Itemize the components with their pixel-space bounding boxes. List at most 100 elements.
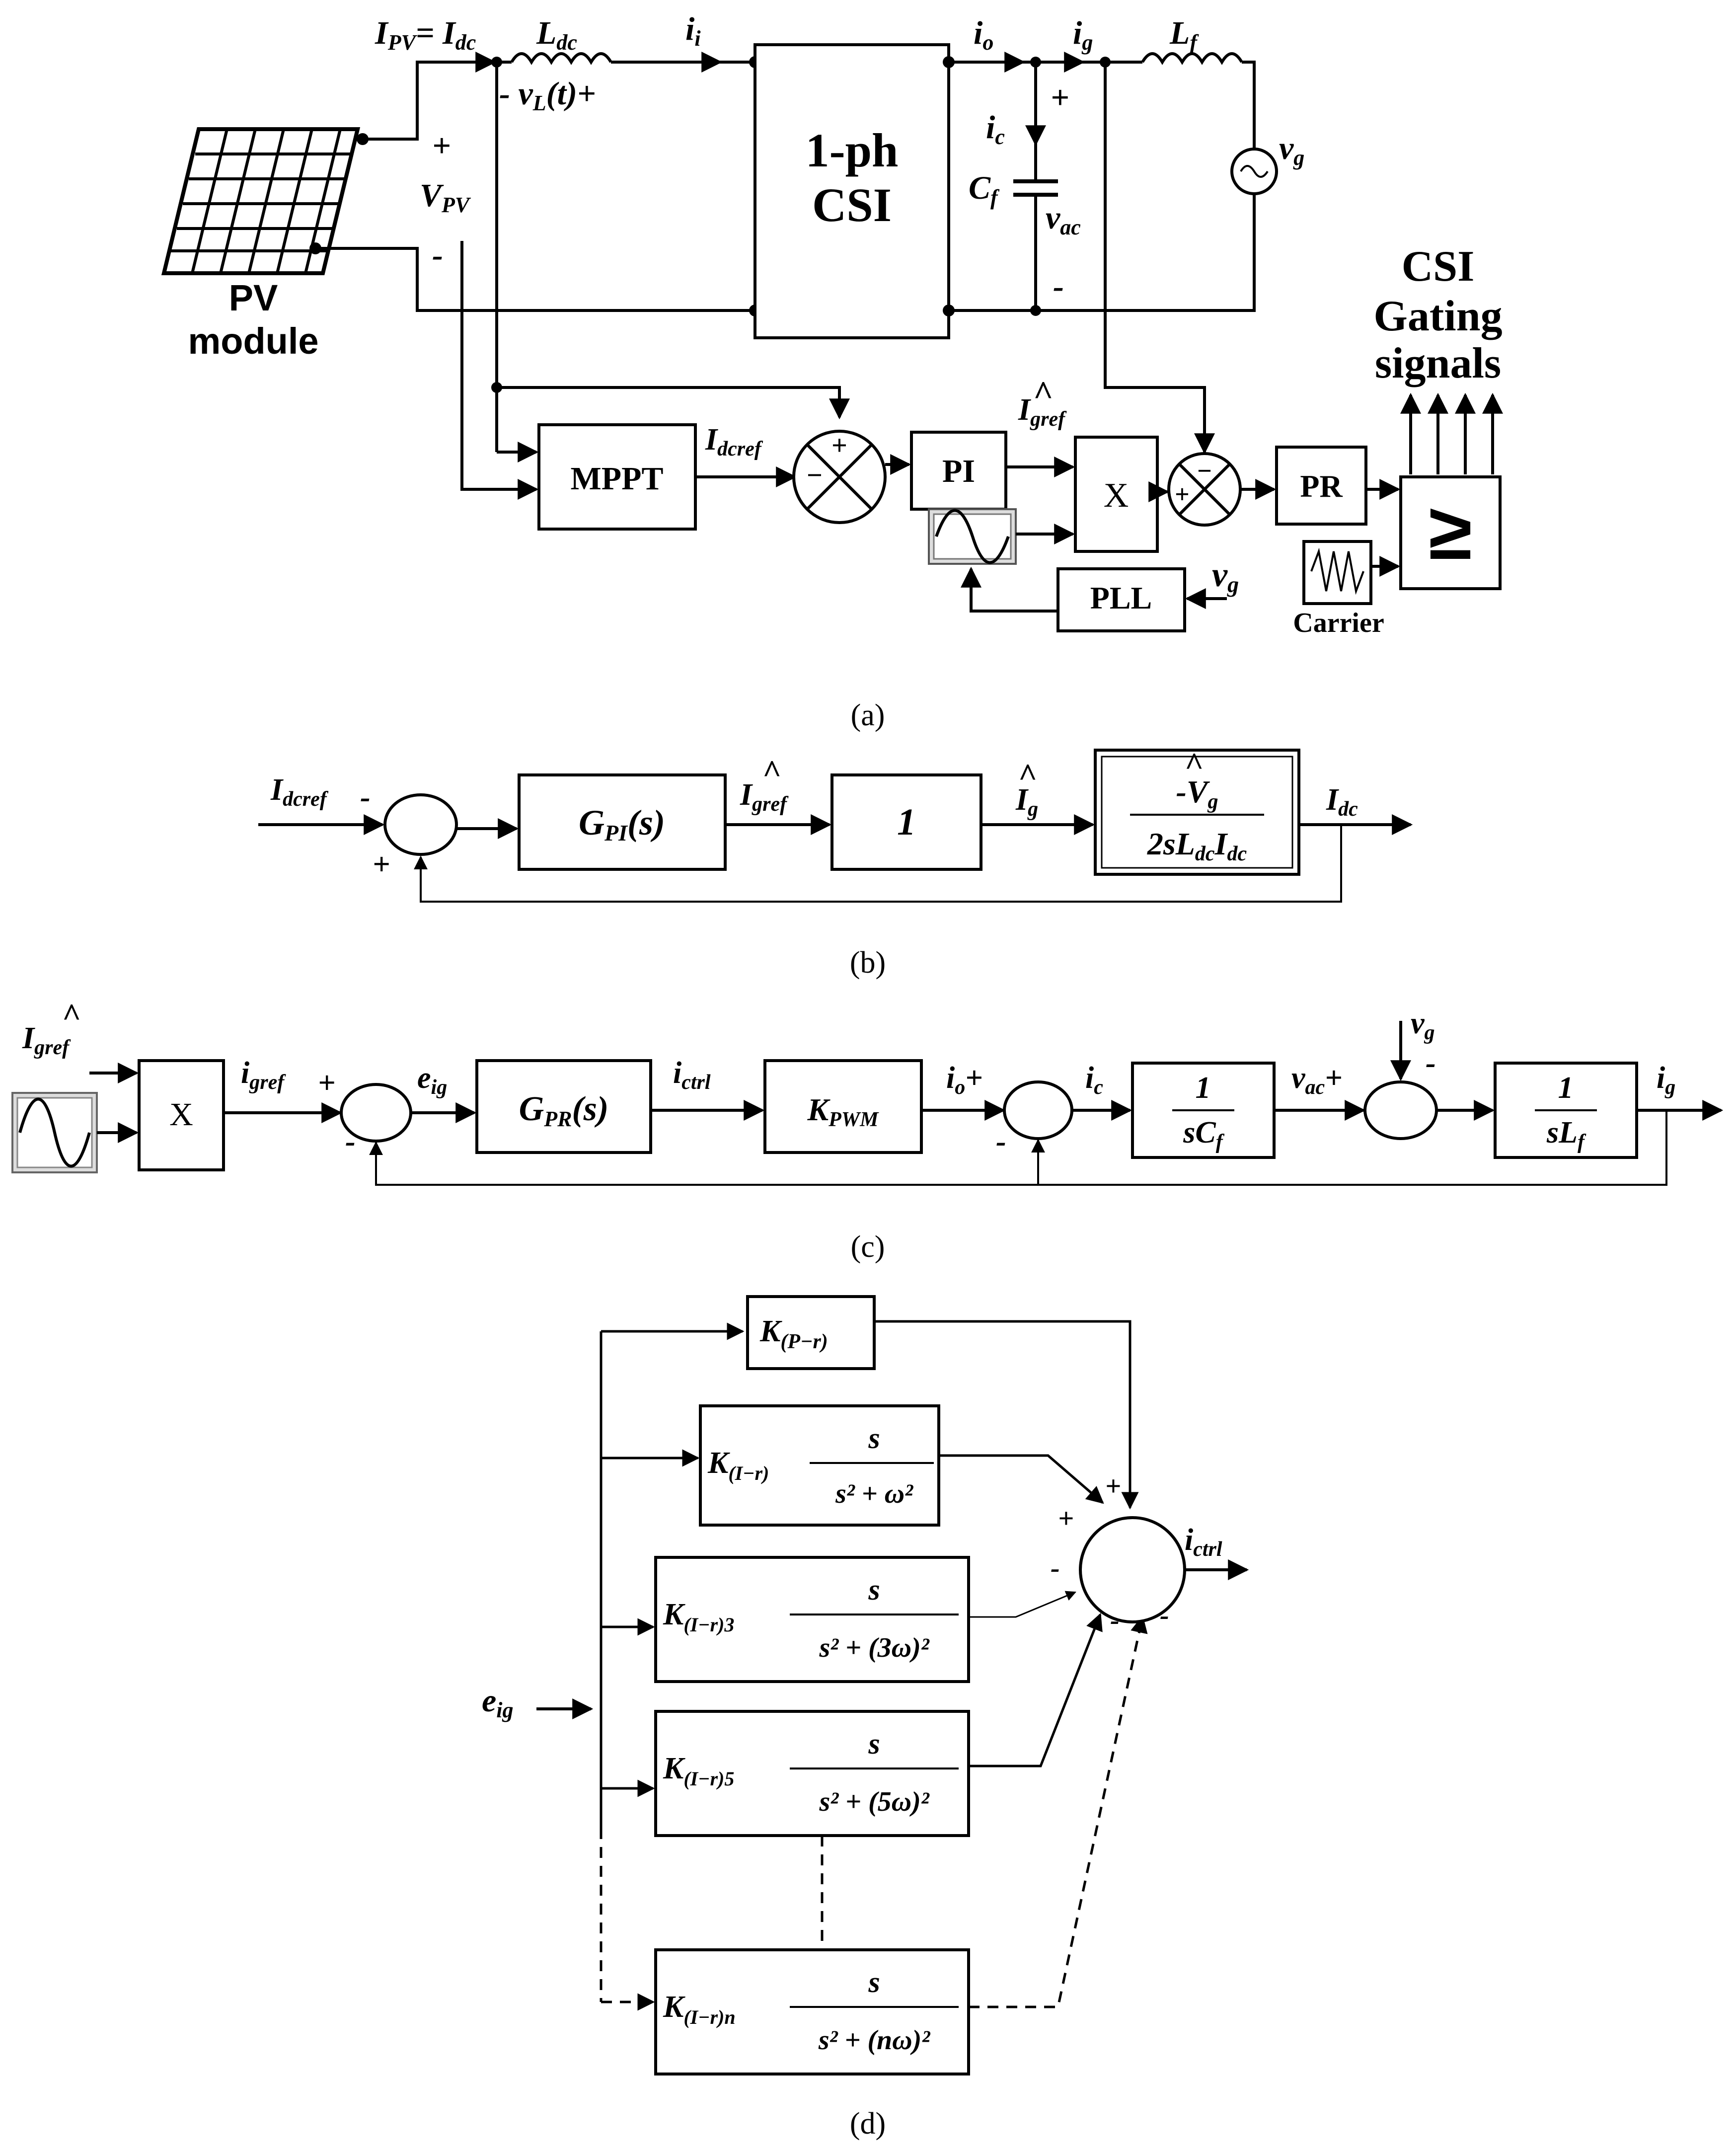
sum1-minus: − (807, 460, 823, 491)
b-idcref-label: Idcref (270, 773, 329, 811)
ipv-label: IPV= Idc (375, 15, 476, 55)
sine-reference-icon (928, 508, 1017, 565)
vg-label: vg (1279, 130, 1304, 170)
c-ind-num: 1 (1558, 1071, 1574, 1105)
cap-plus: + (1051, 79, 1069, 116)
d-k5-label: K(I−r)5 (663, 1752, 734, 1790)
c-multiplier-label: X (169, 1096, 193, 1133)
sum2-plus: + (1175, 480, 1190, 509)
comparator-block (1399, 475, 1502, 590)
d-k1-block (699, 1404, 940, 1527)
d-k3-den: s² + (3ω)² (819, 1632, 929, 1663)
comparator-label: ≥ (1429, 487, 1472, 576)
caption-b: (b) (850, 946, 886, 980)
d-kn-den: s² + (nω)² (818, 2025, 930, 2056)
c-vg-label: vg (1411, 1006, 1435, 1044)
c-ig-label: ig (1657, 1061, 1675, 1099)
summing-junction-2 (1167, 452, 1242, 527)
igref-hat: ^ (1033, 375, 1054, 413)
csi-block (754, 43, 950, 339)
ig-label: ig (1073, 15, 1093, 55)
d-k5-den: s² + (5ω)² (819, 1786, 929, 1817)
pi-label: PI (942, 453, 975, 489)
pll-vg-label: vg (1212, 556, 1239, 597)
c-cap-num: 1 (1196, 1071, 1211, 1105)
d-k1-num: s (868, 1422, 880, 1455)
d-output-label: ictrl (1185, 1523, 1222, 1561)
b-plant-block (1094, 749, 1300, 876)
carrier-label: Carrier (1293, 608, 1384, 638)
gating-label-2: Gating (1373, 292, 1502, 340)
mppt-label: MPPT (571, 461, 664, 497)
b-plant-denominator: 2sLdcIdc (1147, 826, 1247, 865)
c-cap-den: sCf (1183, 1116, 1224, 1153)
carrier-icon (1302, 540, 1372, 605)
ii-label: ii (685, 11, 701, 51)
d-input-label: eig (482, 1683, 514, 1722)
b-feedback-path (414, 825, 1342, 903)
d-plus-top: + (1105, 1471, 1121, 1502)
b-igref-label: Igref (740, 778, 789, 816)
c-sum2-minus: - (996, 1125, 1006, 1158)
pv-label-2: module (188, 320, 318, 362)
c-gpr-block (475, 1059, 652, 1154)
d-kp-label: K(P−r) (759, 1314, 828, 1353)
c-ictrl-label: ictrl (673, 1056, 711, 1094)
b-plant-numerator: -Vg (1176, 774, 1218, 813)
b-gpi-block (518, 773, 727, 871)
sum2-minus: − (1197, 457, 1212, 485)
c-igref-in-label: Igref (22, 1021, 71, 1059)
idcref-label: Idcref (705, 423, 763, 461)
pi-block (910, 431, 1007, 511)
b-unity-block (830, 773, 982, 871)
d-kn-label: K(I−r)n (663, 1990, 736, 2028)
vpv-label: VPV (420, 177, 471, 217)
b-igref-hat: ^ (762, 754, 781, 790)
vac-label: vac (1046, 200, 1081, 239)
pll-label: PLL (1090, 580, 1152, 615)
c-vg-minus: - (1426, 1046, 1436, 1080)
c-sum1-plus: + (318, 1066, 335, 1100)
c-multiplier-block (138, 1059, 225, 1171)
ldc-label: Ldc (536, 15, 577, 55)
c-sine-reference-icon (11, 1092, 98, 1173)
panel-d: eig K(P−r) K(I−r) s s² + ω² K(I−r)3 s (482, 1295, 1249, 2075)
d-kn-block (654, 1948, 970, 2075)
lf-inductor-icon (1141, 52, 1243, 65)
d-kp-block (746, 1295, 876, 1370)
summing-junction-1 (792, 430, 887, 524)
d-k3-label: K(I−r)3 (663, 1598, 734, 1636)
caption-c: (c) (851, 1230, 885, 1264)
multiplier-label: X (1104, 476, 1129, 515)
panel-b: Idcref - + GPI(s) Igref ^ 1 Ig ^ -Vg ^ 2… (258, 746, 1413, 903)
pr-label: PR (1300, 468, 1343, 504)
b-unity-label: 1 (897, 801, 916, 843)
b-gpi-label: GPI(s) (579, 803, 665, 845)
gating-label-3: signals (1375, 339, 1501, 387)
c-kpwm-block (763, 1059, 923, 1154)
b-idc-label: Idc (1326, 783, 1358, 821)
b-summing-junction (383, 793, 458, 856)
d-kn-num: s (868, 1966, 880, 1998)
d-minus-left: - (1051, 1553, 1060, 1584)
d-k1-den: s² + ω² (835, 1478, 913, 1509)
b-ig-hat: ^ (1018, 757, 1037, 793)
d-minus-bottom-1: - (1110, 1605, 1120, 1636)
panel-c: Igref ^ X igref + - eig GPR(s) ictrl (11, 997, 1724, 1186)
cf-label: Cf (969, 170, 1000, 210)
d-plus-left: + (1058, 1503, 1074, 1534)
c-summing-junction-2 (1003, 1080, 1073, 1140)
c-igref-label: igref (241, 1056, 286, 1094)
c-igref-in-hat: ^ (62, 997, 81, 1033)
caption-d: (d) (850, 2107, 886, 2141)
d-k3-num: s (868, 1573, 880, 1606)
d-k3-block (654, 1556, 970, 1683)
c-io-label: io+ (946, 1061, 983, 1099)
csi-label-1: 1-ph (806, 124, 899, 177)
lf-label: Lf (1169, 15, 1199, 55)
c-vac-label: vac+ (1291, 1061, 1343, 1099)
csi-label-2: CSI (812, 178, 892, 231)
c-gpr-label: GPR(s) (519, 1090, 609, 1131)
c-summing-junction-3 (1363, 1080, 1438, 1140)
